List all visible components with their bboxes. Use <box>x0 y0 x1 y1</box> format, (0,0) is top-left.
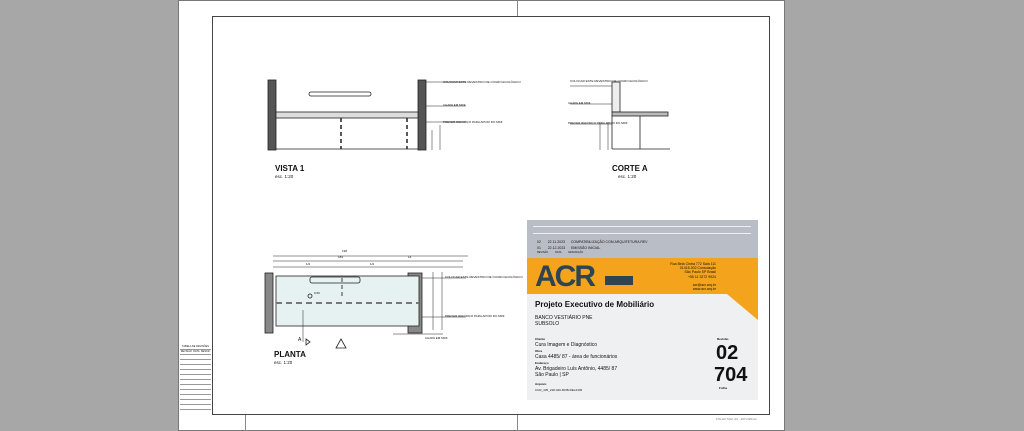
rev-date: 22.12.2023 <box>547 246 566 250</box>
corte-note-2: CHAPA EM MDF <box>568 101 591 105</box>
arquivo-value: CUR_435_218-440-MOB-REL2445 <box>535 388 583 392</box>
dim-wall: 14 <box>408 255 412 259</box>
corte-note-1: COLOCAR ESTE REVESTIDO DE COURO ECOLÓGIC… <box>570 79 648 83</box>
planta-note-2: PREVER REFORÇO PARA APOIO DO MDF <box>445 314 505 318</box>
dim-level: 0,50 <box>314 291 320 295</box>
project-title: Projeto Executivo de Mobiliário <box>535 300 655 309</box>
rev-header: DATA <box>555 251 562 254</box>
cliente-value: Cura Imagem e Diagnóstico <box>535 342 597 348</box>
logo-subtext <box>605 276 633 285</box>
corte-scale: esc. 1:20 <box>618 174 637 179</box>
section-mark: A <box>298 337 302 343</box>
vista-title: VISTA 1 <box>275 164 305 173</box>
rev-header: REVISÃO <box>537 251 549 254</box>
sheet-frame <box>212 16 770 415</box>
rev-header: DESCRIÇÃO <box>568 251 584 254</box>
folha-value: 704 <box>714 364 748 386</box>
planta-note-3: CHAPA EM MDF <box>425 336 448 340</box>
dim-total: 198 <box>342 249 348 253</box>
corte-a-drawing <box>570 81 670 150</box>
cidade-value: São Paulo | SP <box>535 372 569 378</box>
planta-drawing <box>264 255 468 349</box>
divider <box>517 415 518 431</box>
endereco-value: Av. Brigadeiro Luís Antônio, 4485/ 87 <box>535 366 618 372</box>
rev-number: 02 <box>537 240 541 244</box>
dim-half-2: 1/2 <box>370 262 375 266</box>
planta-scale: esc. 1:20 <box>274 360 293 365</box>
rev-table-header: DESCR. <box>200 350 211 353</box>
revisao-label: Revisão <box>717 337 729 341</box>
planta-title: PLANTA <box>274 350 306 359</box>
folha-label: Folha <box>719 386 727 390</box>
divider <box>245 415 246 431</box>
divider <box>517 0 518 16</box>
rev-desc: EMISSÃO INICIAL <box>571 246 601 250</box>
acr-logo: ACR <box>535 260 596 293</box>
vista-note-1: COLOCAR ESTE REVESTIDO DE COURO ECOLÓGIC… <box>443 80 521 84</box>
vista-scale: esc. 1:20 <box>275 174 294 179</box>
corte-note-3: PREVER REFORÇO PARA APOIO DO MDF <box>568 121 628 125</box>
cliente-label: Cliente <box>535 337 546 341</box>
endereco-label: Endereço <box>535 361 549 365</box>
dim-half-1: 1/2 <box>306 262 311 266</box>
corte-title: CORTE A <box>612 164 648 173</box>
planta-note-1: COLOCAR ESTE REVESTIDO DE COURO ECOLÓGIC… <box>445 275 523 279</box>
rev-date: 22.11.2023 <box>547 240 565 244</box>
item-location: SUBSOLO <box>535 321 560 327</box>
dim-seat: 184 <box>338 255 344 259</box>
item-name: BANCO VESTIÁRIO PNE <box>535 315 593 321</box>
arquivo-label: Arquivo <box>535 382 547 386</box>
obra-label: Obra <box>535 349 543 353</box>
vista-note-2: CHAPA EM MDF <box>443 103 466 107</box>
vista-1-drawing <box>267 79 466 151</box>
rev-number: 01 <box>537 246 541 250</box>
revisao-value: 02 <box>716 342 739 364</box>
revision-area: 02 22.11.2023 COMPATIBILIZAÇÃO COM ARQUI… <box>527 220 758 258</box>
obra-value: Casa 4485/ 87 - área de funcionários <box>535 354 618 360</box>
title-block: 02 22.11.2023 COMPATIBILIZAÇÃO COM ARQUI… <box>527 220 758 400</box>
rev-table-title: TABELA DE REVISÕES <box>182 345 209 348</box>
rev-desc: COMPATIBILIZAÇÃO COM ARQUITETURA REV <box>570 240 648 244</box>
rev-table-header: DATA <box>193 350 200 353</box>
sheet-size-footer: FOLHA TAM. A3 - 297x420mm <box>716 417 758 421</box>
brand-band <box>527 258 758 294</box>
rev-table-header: REVISÃO <box>180 350 192 353</box>
vista-note-3: PREVER REFORÇO PARA APOIO DO MDF <box>443 120 503 124</box>
